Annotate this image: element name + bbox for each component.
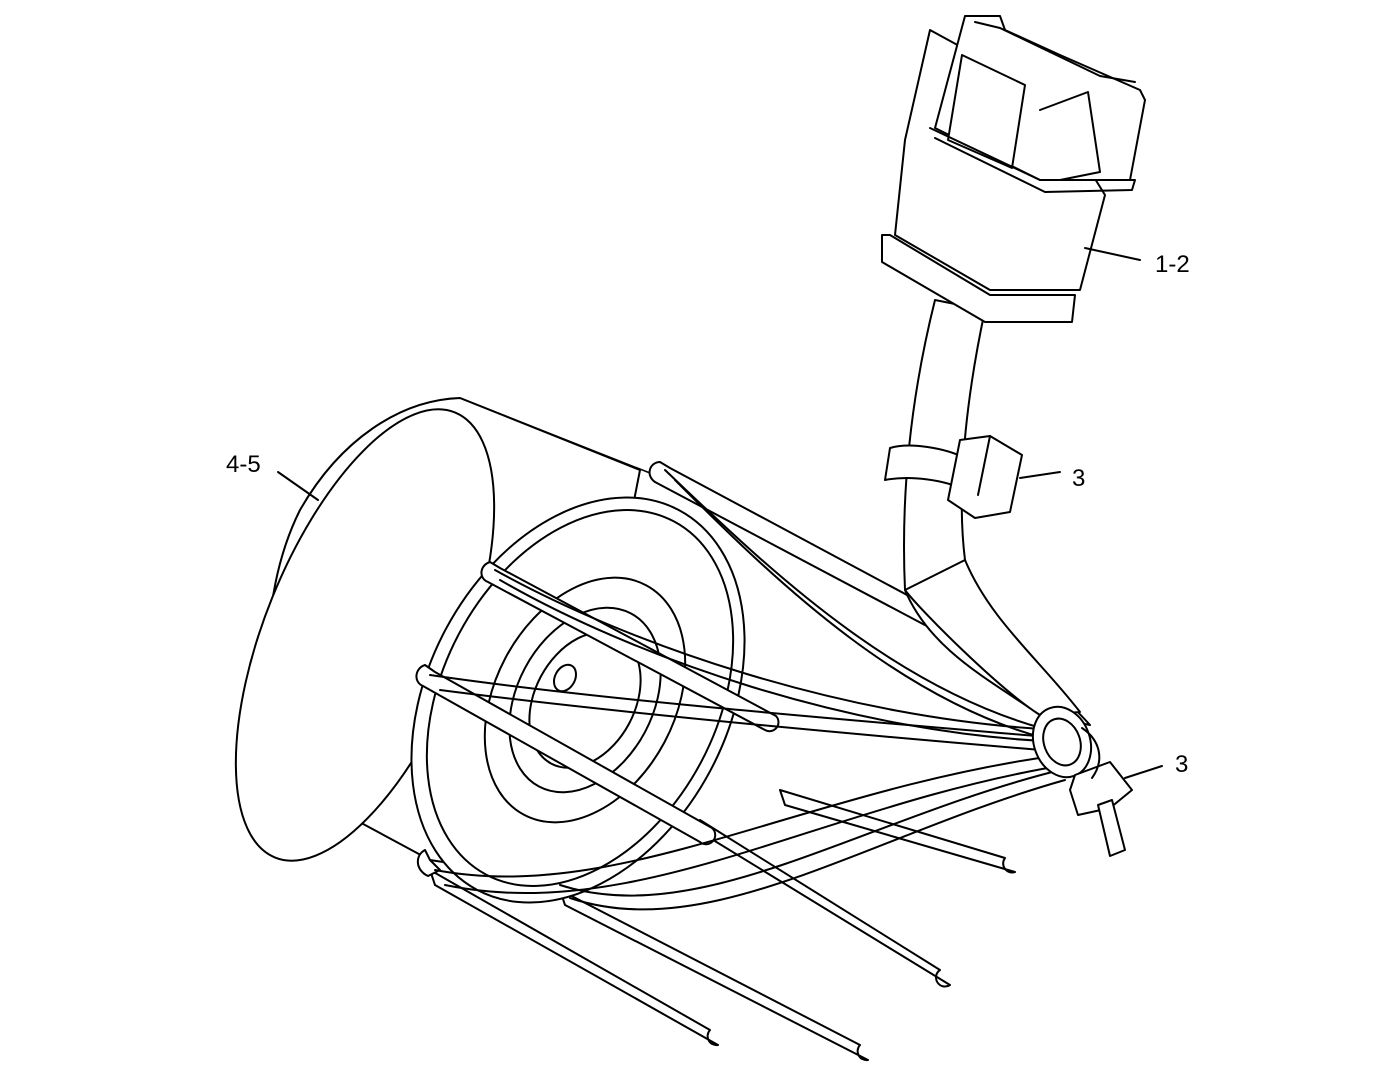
leader-clip-upper bbox=[1019, 471, 1061, 479]
upper-rods bbox=[415, 461, 955, 877]
connector bbox=[881, 15, 1146, 323]
lower-clip bbox=[1069, 727, 1133, 857]
connector-window bbox=[947, 54, 1026, 169]
connector-flange-notch bbox=[974, 21, 1136, 83]
leader-clip-lower bbox=[1124, 765, 1163, 779]
clip-loop bbox=[1081, 727, 1101, 779]
wire-8 bbox=[444, 764, 1066, 894]
front-ring-3 bbox=[483, 576, 687, 824]
leg-bottom-2 bbox=[559, 889, 869, 1062]
cable-junction-boot bbox=[904, 559, 1081, 716]
wire-7 bbox=[434, 754, 1061, 878]
callout-labels: 1-2 3 3 4-5 bbox=[226, 251, 1190, 778]
cable-end-hole bbox=[1042, 717, 1082, 767]
clip-box-upper bbox=[947, 435, 1023, 519]
leg-bottom-1 bbox=[429, 869, 719, 1047]
cable bbox=[903, 299, 1093, 779]
wire-9 bbox=[559, 769, 1061, 897]
wire-10 bbox=[569, 779, 1066, 911]
label-housing: 4-5 bbox=[226, 451, 261, 478]
wire-6 bbox=[439, 689, 1066, 753]
callout-leaders bbox=[277, 247, 1163, 779]
wire-4 bbox=[499, 579, 1066, 743]
front-ring-4 bbox=[508, 606, 662, 794]
leg-bottom-3 bbox=[699, 819, 951, 988]
housing-top-edge bbox=[459, 397, 656, 476]
leg-bottom-4 bbox=[779, 789, 1016, 874]
wire-bundle bbox=[429, 469, 1076, 911]
connector-latch-left bbox=[1039, 91, 1101, 181]
clip-pin bbox=[1097, 799, 1126, 857]
front-ring-2 bbox=[425, 509, 735, 887]
leader-connector bbox=[1084, 247, 1141, 261]
wire-3 bbox=[494, 569, 1061, 731]
label-clip-lower: 3 bbox=[1175, 751, 1188, 778]
label-connector: 1-2 bbox=[1155, 251, 1190, 278]
bottom-legs bbox=[429, 789, 1016, 1062]
connector-collar bbox=[881, 234, 1076, 323]
connector-ridge bbox=[929, 127, 1136, 193]
label-clip-upper: 3 bbox=[1072, 465, 1085, 492]
front-center-hole bbox=[552, 663, 578, 693]
upper-clip bbox=[884, 435, 1023, 519]
wire-1 bbox=[664, 469, 1071, 736]
clip-box-edge bbox=[977, 435, 991, 496]
wire-5 bbox=[429, 674, 1061, 739]
leader-housing bbox=[277, 471, 319, 501]
rod-upper-left bbox=[480, 561, 780, 733]
